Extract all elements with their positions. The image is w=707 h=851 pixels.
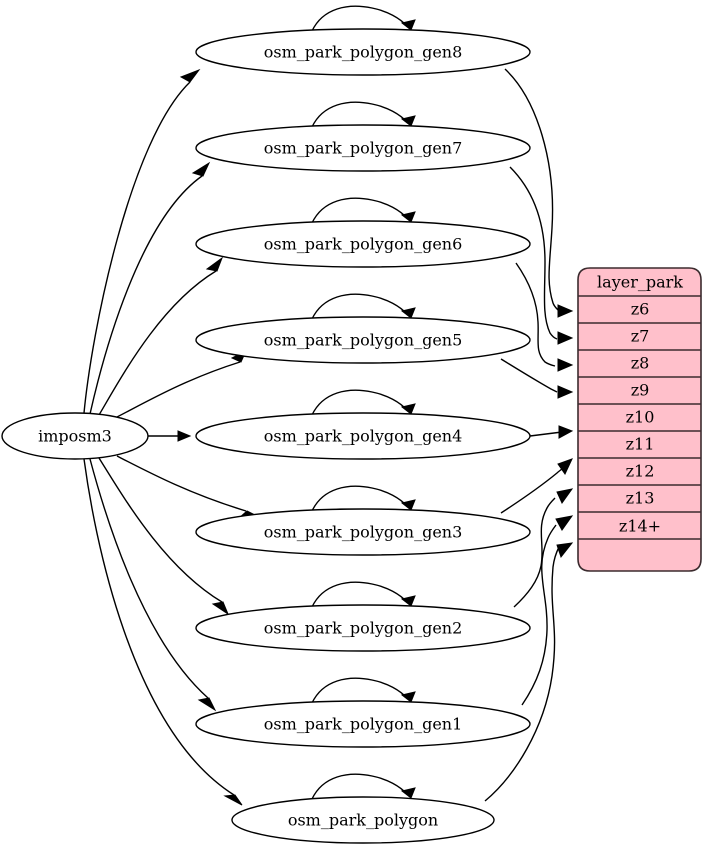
gen1-ellipse[interactable] xyxy=(195,700,531,748)
self-loop-gen3 xyxy=(311,485,416,512)
edge-gen7-to-z7 xyxy=(509,166,574,345)
gen4-label: osm_park_polygon_gen4 xyxy=(264,427,463,446)
node-osm-park-polygon-gen3[interactable]: osm_park_polygon_gen3 xyxy=(195,508,531,556)
self-loop-gen2 xyxy=(311,581,416,608)
node-osm-park-polygon-gen2[interactable]: osm_park_polygon_gen2 xyxy=(195,604,531,652)
edges-to-layer-park xyxy=(484,68,574,802)
node-osm-park-polygon-gen1[interactable]: osm_park_polygon_gen1 xyxy=(195,700,531,748)
layer-park-row-z8[interactable]: z8 xyxy=(631,354,650,373)
layer-park-row-z7[interactable]: z7 xyxy=(631,327,650,346)
self-loop-gen7 xyxy=(311,101,416,128)
edge-imposm3-to-gen2 xyxy=(98,457,230,616)
self-loop-gen1 xyxy=(311,677,416,704)
edge-gen2-to-z12 xyxy=(513,488,574,608)
edges-from-imposm3 xyxy=(83,68,255,806)
edge-gen5-to-z9 xyxy=(500,358,574,399)
node-layer-park-table[interactable]: layer_park z6 z7 z8 z9 z10 z11 z12 z13 z… xyxy=(577,267,702,572)
gen3-ellipse[interactable] xyxy=(195,508,531,556)
edge-imposm3-to-polygon xyxy=(83,458,243,806)
gen2-label: osm_park_polygon_gen2 xyxy=(264,619,463,638)
gen6-ellipse[interactable] xyxy=(195,220,531,268)
node-osm-park-polygon-gen7[interactable]: osm_park_polygon_gen7 xyxy=(195,124,531,172)
self-loop-polygon xyxy=(311,773,416,800)
self-loops xyxy=(311,5,416,800)
edge-gen6-to-z8 xyxy=(515,262,574,372)
polygon-ellipse[interactable] xyxy=(231,796,495,844)
gen2-ellipse[interactable] xyxy=(195,604,531,652)
edge-imposm3-to-gen4 xyxy=(148,430,192,442)
node-osm-park-polygon-gen8[interactable]: osm_park_polygon_gen8 xyxy=(195,28,531,76)
gen6-label: osm_park_polygon_gen6 xyxy=(264,235,463,254)
layer-park-row-z13[interactable]: z13 xyxy=(626,489,655,508)
layer-park-row-z14plus[interactable]: z14+ xyxy=(619,517,661,536)
self-loop-gen5 xyxy=(311,293,416,320)
edge-imposm3-to-gen6 xyxy=(98,256,224,416)
imposm3-label: imposm3 xyxy=(38,427,112,446)
edge-imposm3-to-gen1 xyxy=(89,458,217,712)
gen7-label: osm_park_polygon_gen7 xyxy=(264,139,463,158)
node-imposm3[interactable]: imposm3 xyxy=(1,412,149,460)
gen3-label: osm_park_polygon_gen3 xyxy=(264,523,463,542)
edge-imposm3-to-gen5 xyxy=(116,349,248,418)
imposm3-ellipse[interactable] xyxy=(1,412,149,460)
polygon-node-group: osm_park_polygon_gen8 osm_park_polygon_g… xyxy=(195,28,531,844)
edge-gen3-to-z11 xyxy=(500,458,573,514)
layer-park-body[interactable] xyxy=(577,267,702,572)
gen4-ellipse[interactable] xyxy=(195,412,531,460)
self-loop-gen8 xyxy=(311,5,416,32)
gen5-label: osm_park_polygon_gen5 xyxy=(264,331,463,350)
gen7-ellipse[interactable] xyxy=(195,124,531,172)
layer-park-row-z9[interactable]: z9 xyxy=(631,381,650,400)
gen5-ellipse[interactable] xyxy=(195,316,531,364)
edge-imposm3-to-gen8 xyxy=(83,68,201,414)
layer-park-row-z12[interactable]: z12 xyxy=(626,462,655,481)
node-osm-park-polygon-gen5[interactable]: osm_park_polygon_gen5 xyxy=(195,316,531,364)
edge-imposm3-to-gen3 xyxy=(116,455,255,519)
edge-imposm3-to-gen7 xyxy=(89,161,211,415)
edge-polygon-to-z14 xyxy=(484,542,574,802)
edge-gen8-to-z6 xyxy=(504,68,574,318)
layer-park-row-z11[interactable]: z11 xyxy=(626,435,655,454)
layer-park-row-z10[interactable]: z10 xyxy=(626,408,655,427)
gen1-label: osm_park_polygon_gen1 xyxy=(264,715,463,734)
self-loop-gen4 xyxy=(311,389,416,416)
edge-gen1-to-z13 xyxy=(521,515,574,706)
node-osm-park-polygon[interactable]: osm_park_polygon xyxy=(231,796,495,844)
layer-park-header-label: layer_park xyxy=(597,273,683,292)
polygon-label: osm_park_polygon xyxy=(288,811,438,830)
self-loop-gen6 xyxy=(311,197,416,224)
gen8-ellipse[interactable] xyxy=(195,28,531,76)
node-osm-park-polygon-gen6[interactable]: osm_park_polygon_gen6 xyxy=(195,220,531,268)
layer-park-row-z6[interactable]: z6 xyxy=(631,300,650,319)
gen8-label: osm_park_polygon_gen8 xyxy=(264,43,463,62)
node-osm-park-polygon-gen4[interactable]: osm_park_polygon_gen4 xyxy=(195,412,531,460)
edge-gen4-to-z10 xyxy=(529,425,574,439)
